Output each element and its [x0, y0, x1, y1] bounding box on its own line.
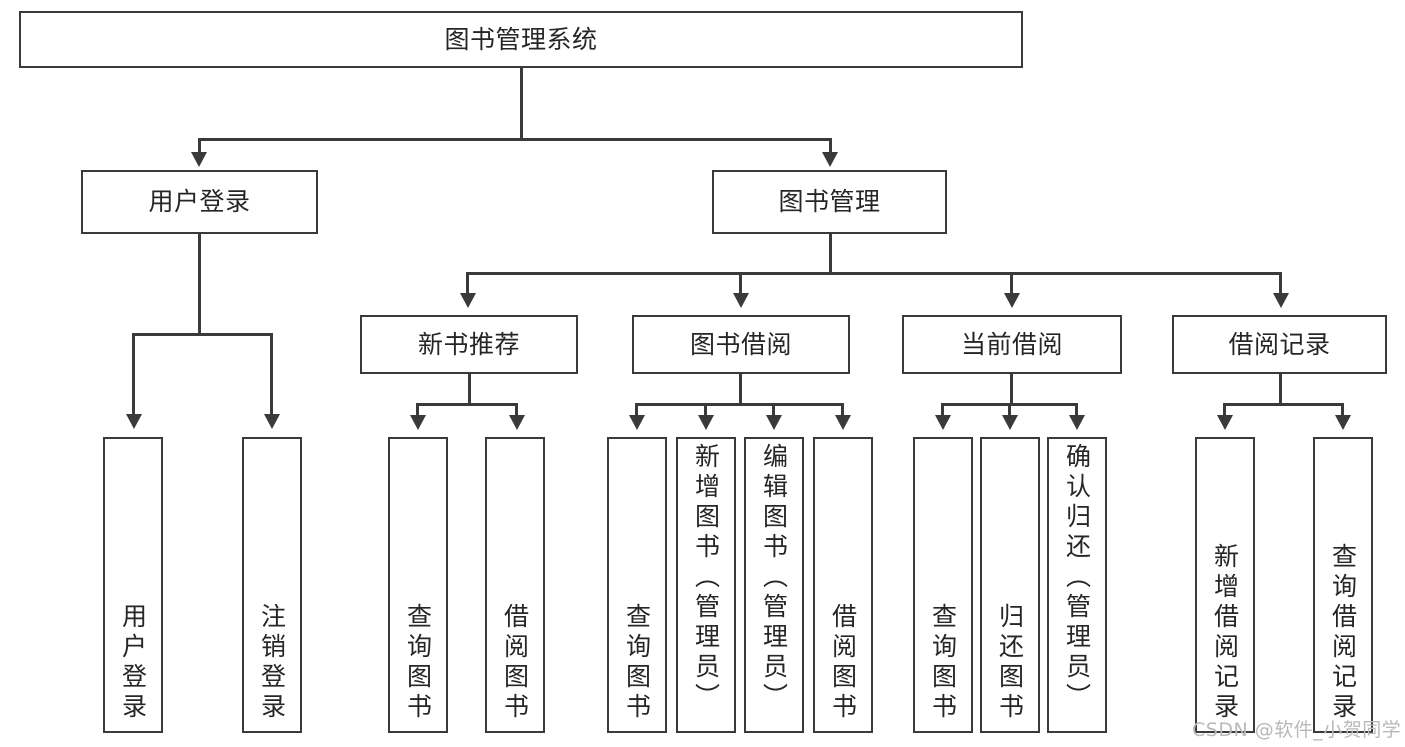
connector-cb-c3	[1075, 403, 1078, 419]
connector-nbr-bar	[416, 403, 518, 406]
arrow-to-book-borrow	[733, 293, 749, 308]
node-label: 新增借阅记录	[1210, 543, 1240, 723]
csdn-watermark: CSDN @软件_小贺同学	[1192, 719, 1402, 741]
leaf-query-book-2[interactable]: 查询图书	[607, 437, 667, 733]
arrow-to-borrow-record	[1273, 293, 1289, 308]
connector-br-c1	[1223, 403, 1226, 419]
leaf-add-record[interactable]: 新增借阅记录	[1195, 437, 1255, 733]
connector-user-login-leaf1	[132, 333, 135, 418]
node-label: 查询借阅记录	[1328, 543, 1358, 723]
connector-book-manage-stem	[829, 234, 832, 274]
leaf-confirm-return[interactable]: 确认归还（管理员）	[1047, 437, 1107, 733]
connector-bb-c1	[635, 403, 638, 419]
connector-user-login-bar	[132, 333, 272, 336]
node-label: 图书借阅	[689, 329, 792, 359]
arrow-leaf-edit-book	[766, 415, 782, 430]
leaf-user-login[interactable]: 用户登录	[103, 437, 163, 733]
connector-root-to-user-login	[198, 138, 201, 156]
connector-book-manage-bar	[466, 272, 1279, 275]
connector-nbr-c1	[416, 403, 419, 419]
node-root-system[interactable]: 图书管理系统	[19, 11, 1023, 68]
connector-bb-stem	[739, 374, 742, 405]
node-borrow-record[interactable]: 借阅记录	[1172, 315, 1387, 374]
leaf-logout-login[interactable]: 注销登录	[242, 437, 302, 733]
node-label: 借阅图书	[828, 603, 858, 723]
connector-bb-c3	[772, 403, 775, 419]
node-label: 编辑图书（管理员）	[759, 443, 789, 713]
node-label: 图书管理	[778, 187, 881, 217]
leaf-add-book[interactable]: 新增图书（管理员）	[676, 437, 736, 733]
connector-root-to-book-manage	[829, 138, 832, 156]
arrow-leaf-add-record	[1217, 415, 1233, 430]
connector-cb-stem	[1010, 374, 1013, 405]
connector-to-new-book-recommend	[466, 272, 469, 297]
node-label: 用户登录	[148, 187, 251, 217]
connector-br-c2	[1341, 403, 1344, 419]
connector-user-login-stem	[198, 234, 201, 335]
arrow-leaf-query-book-2	[629, 415, 645, 430]
arrow-leaf-borrow-book-2	[835, 415, 851, 430]
node-label: 新增图书（管理员）	[691, 443, 721, 713]
leaf-edit-book[interactable]: 编辑图书（管理员）	[744, 437, 804, 733]
arrow-leaf-query-record	[1335, 415, 1351, 430]
node-new-book-recommend[interactable]: 新书推荐	[360, 315, 578, 374]
node-label: 注销登录	[257, 603, 287, 723]
node-label: 确认归还（管理员）	[1062, 443, 1092, 713]
connector-to-current-borrow	[1010, 272, 1013, 297]
arrow-leaf-logout-login	[264, 414, 280, 429]
connector-root-stem	[520, 68, 523, 140]
node-label: 借阅记录	[1228, 329, 1331, 359]
leaf-borrow-book-2[interactable]: 借阅图书	[813, 437, 873, 733]
arrow-leaf-query-book-3	[935, 415, 951, 430]
connector-to-borrow-record	[1279, 272, 1282, 297]
node-label: 当前借阅	[960, 329, 1063, 359]
connector-bb-c4	[841, 403, 844, 419]
leaf-query-book-1[interactable]: 查询图书	[388, 437, 448, 733]
connector-cb-c2	[1008, 403, 1011, 419]
leaf-query-book-3[interactable]: 查询图书	[913, 437, 973, 733]
arrow-to-current-borrow	[1004, 293, 1020, 308]
node-label: 查询图书	[622, 603, 652, 723]
connector-user-login-leaf2	[270, 333, 273, 418]
connector-cb-c1	[941, 403, 944, 419]
connector-br-stem	[1279, 374, 1282, 405]
node-book-manage[interactable]: 图书管理	[712, 170, 947, 234]
arrow-leaf-user-login	[126, 414, 142, 429]
arrow-to-new-book-recommend	[460, 293, 476, 308]
connector-bb-c2	[704, 403, 707, 419]
leaf-query-record[interactable]: 查询借阅记录	[1313, 437, 1373, 733]
arrow-leaf-confirm-return	[1069, 415, 1085, 430]
connector-bb-bar	[635, 403, 844, 406]
node-label: 用户登录	[118, 603, 148, 723]
node-label: 查询图书	[403, 603, 433, 723]
connector-nbr-stem	[468, 374, 471, 405]
node-label: 查询图书	[928, 603, 958, 723]
connector-br-bar	[1223, 403, 1343, 406]
node-label: 图书管理系统	[444, 24, 598, 54]
arrow-to-book-manage	[822, 152, 838, 167]
arrow-leaf-query-book-1	[410, 415, 426, 430]
node-label: 新书推荐	[417, 329, 520, 359]
arrow-to-user-login	[191, 152, 207, 167]
arrow-leaf-return-book	[1002, 415, 1018, 430]
connector-nbr-c2	[515, 403, 518, 419]
node-current-borrow[interactable]: 当前借阅	[902, 315, 1122, 374]
connector-to-book-borrow	[739, 272, 742, 297]
connector-root-bar	[198, 138, 832, 141]
leaf-borrow-book-1[interactable]: 借阅图书	[485, 437, 545, 733]
node-user-login[interactable]: 用户登录	[81, 170, 318, 234]
node-label: 借阅图书	[500, 603, 530, 723]
leaf-return-book[interactable]: 归还图书	[980, 437, 1040, 733]
arrow-leaf-borrow-book-1	[509, 415, 525, 430]
node-label: 归还图书	[995, 603, 1025, 723]
arrow-leaf-add-book	[698, 415, 714, 430]
node-book-borrow[interactable]: 图书借阅	[632, 315, 850, 374]
